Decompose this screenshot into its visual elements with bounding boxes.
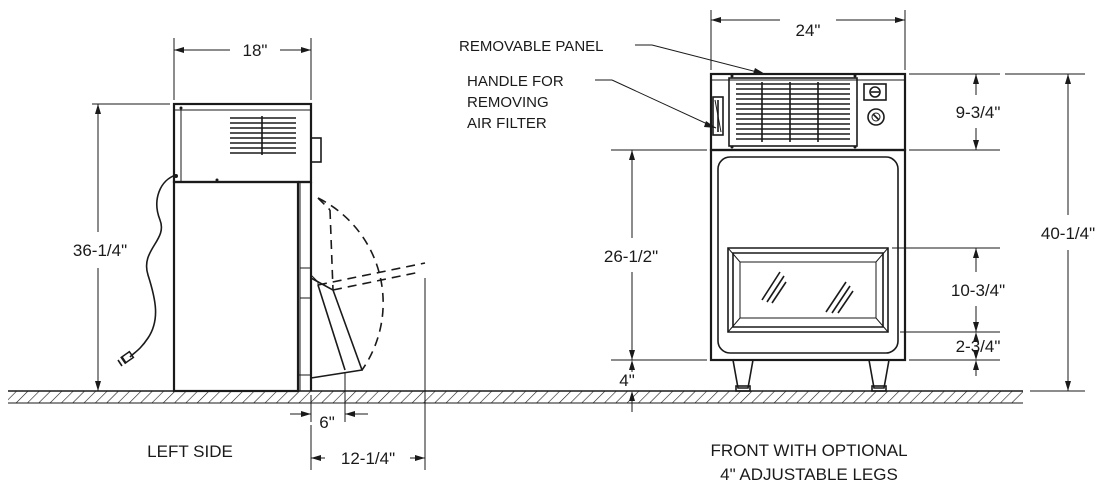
left-width-label: 18" <box>243 41 268 60</box>
knob-icon <box>867 108 885 126</box>
floor <box>8 390 1023 404</box>
door-swing-label: 6" <box>319 413 335 432</box>
handle-label-line2: REMOVING <box>467 94 549 111</box>
window-height-label: 10-3/4" <box>951 281 1005 300</box>
dim-panel-height: 9-3/4" <box>909 73 1001 151</box>
removable-panel-label: REMOVABLE PANEL <box>459 38 604 55</box>
handle-label-line1: HANDLE FOR <box>467 73 564 90</box>
panel-height-label: 9-3/4" <box>956 103 1001 122</box>
left-height-label: 36-1/4" <box>73 241 127 260</box>
plug-icon <box>117 350 135 367</box>
callout-air-filter-handle: HANDLE FOR REMOVING AIR FILTER <box>467 73 717 132</box>
left-side-view <box>117 102 426 393</box>
power-cord <box>129 174 177 358</box>
side-body <box>172 180 300 393</box>
bottom-gap-label: 2-3/4" <box>956 337 1001 356</box>
door-depth-label: 12-1/4" <box>341 449 395 468</box>
left-side-caption: LEFT SIDE <box>147 442 233 461</box>
leg-height-label: 4" <box>619 371 635 390</box>
dim-overall-height: 40-1/4" <box>1005 73 1095 392</box>
overall-height-label: 40-1/4" <box>1041 224 1095 243</box>
dim-door-swing: 6" <box>290 372 368 432</box>
air-filter-handle <box>712 96 724 136</box>
front-vent-grille <box>736 82 850 142</box>
front-body <box>709 148 907 362</box>
dim-leg-height: 4" <box>619 360 635 412</box>
dim-bottom-gap: 2-3/4" <box>909 332 1000 376</box>
door-height-label: 26-1/2" <box>604 247 658 266</box>
dim-front-width: 24" <box>710 10 906 70</box>
open-door <box>310 274 364 379</box>
handle-label-line3: AIR FILTER <box>467 115 547 132</box>
front-caption-line1: FRONT WITH OPTIONAL <box>710 441 907 460</box>
adjustable-legs <box>732 359 890 392</box>
dim-left-height: 36-1/4" <box>73 103 170 391</box>
front-window <box>727 247 889 333</box>
callout-removable-panel: REMOVABLE PANEL <box>459 38 766 75</box>
dim-door-depth: 12-1/4" <box>310 278 426 470</box>
front-caption-line2: 4" ADJUSTABLE LEGS <box>720 465 898 484</box>
dim-window-height: 10-3/4" <box>892 247 1005 333</box>
dim-left-width: 18" <box>173 38 312 100</box>
side-vent-grille <box>230 116 296 155</box>
door-swing-path <box>317 197 426 371</box>
switch-icon <box>863 83 887 101</box>
side-handle <box>310 137 322 163</box>
front-width-label: 24" <box>796 21 821 40</box>
dim-door-height: 26-1/2" <box>604 149 707 361</box>
front-view <box>709 72 907 392</box>
